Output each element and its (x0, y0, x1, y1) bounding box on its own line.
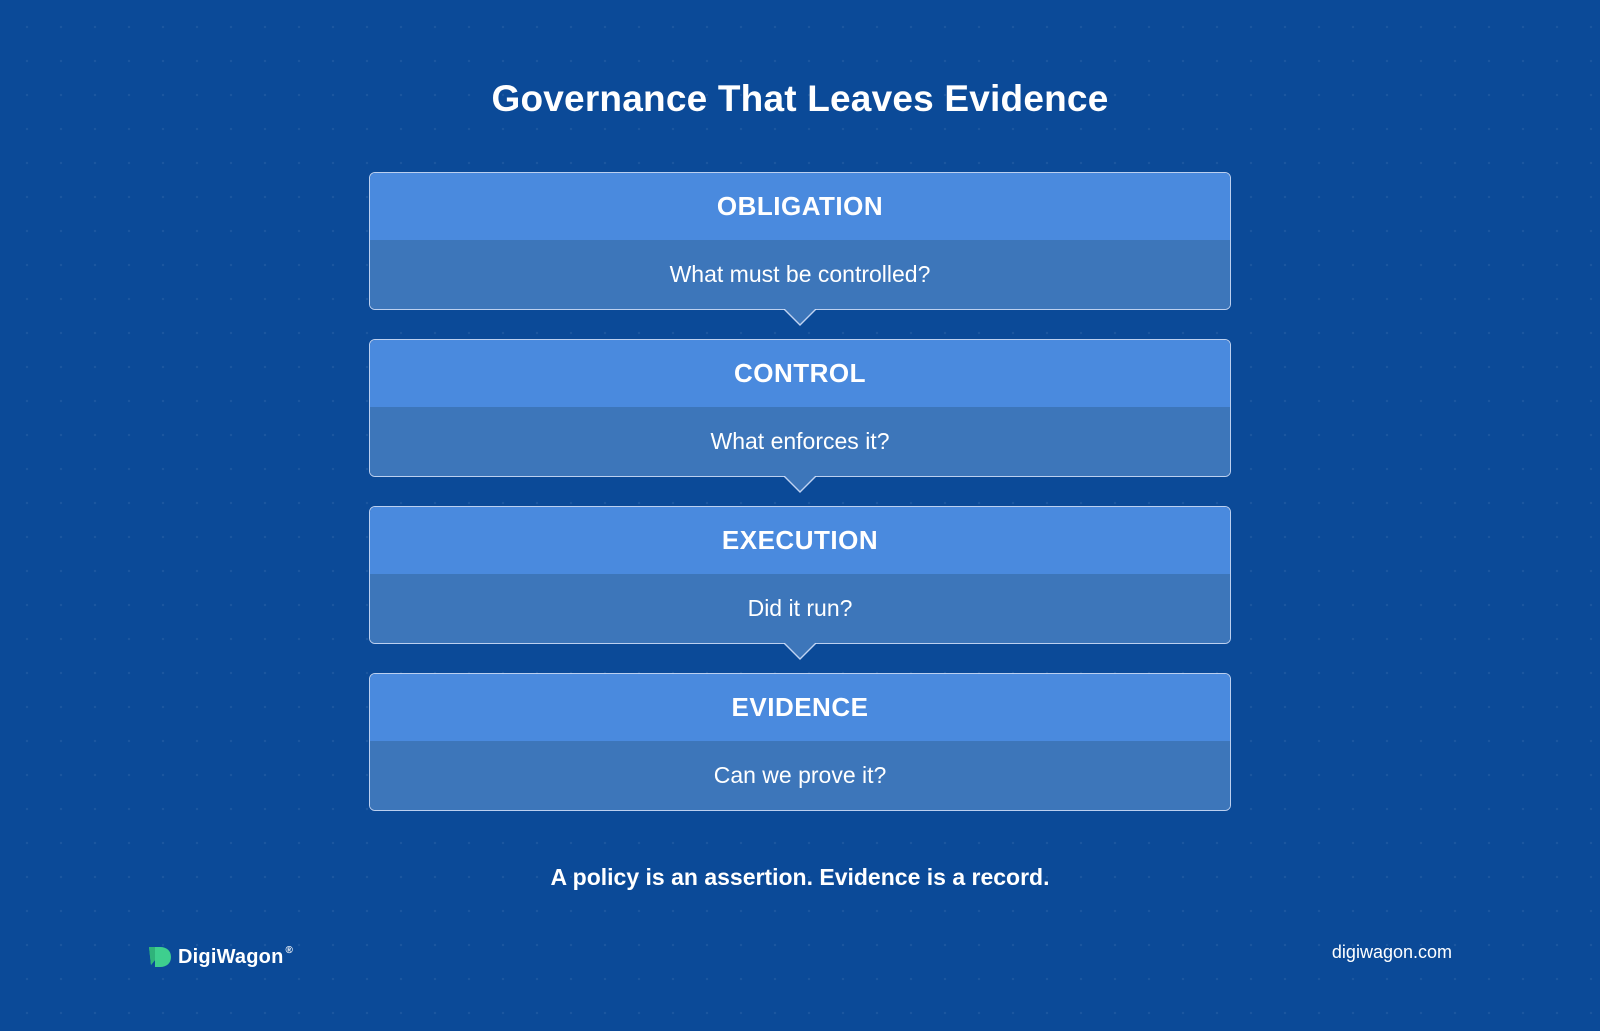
registered-mark: ® (285, 944, 293, 956)
stage-heading: EVIDENCE (370, 674, 1230, 741)
stage-obligation: OBLIGATION What must be controlled? (369, 172, 1231, 326)
flow-arrow-icon (784, 476, 816, 493)
stage-heading: CONTROL (370, 340, 1230, 407)
brand-name: DigiWagon (178, 945, 284, 968)
stage-question: Did it run? (370, 574, 1230, 643)
website-link[interactable]: digiwagon.com (1331, 942, 1452, 962)
stage-question: Can we prove it? (370, 741, 1230, 810)
stage-card: EXECUTION Did it run? (369, 506, 1231, 644)
stage-execution: EXECUTION Did it run? (369, 506, 1231, 660)
stage-control: CONTROL What enforces it? (369, 339, 1231, 493)
flow-arrow-icon (784, 643, 816, 660)
stage-card: CONTROL What enforces it? (369, 339, 1231, 477)
stage-card: EVIDENCE Can we prove it? (369, 673, 1231, 811)
stage-question: What must be controlled? (370, 240, 1230, 309)
stage-evidence: EVIDENCE Can we prove it? (369, 673, 1231, 811)
brand-logo: DigiWagon ® (148, 945, 293, 969)
diagram-title: Governance That Leaves Evidence (491, 78, 1109, 119)
digiwagon-logo-icon (149, 947, 171, 967)
stage-heading: OBLIGATION (370, 173, 1230, 240)
governance-flow: OBLIGATION What must be controlled? CONT… (369, 172, 1231, 811)
tagline: A policy is an assertion. Evidence is a … (550, 864, 1050, 890)
flow-arrow-icon (784, 309, 816, 326)
stage-card: OBLIGATION What must be controlled? (369, 172, 1231, 310)
stage-question: What enforces it? (370, 407, 1230, 476)
stage-heading: EXECUTION (370, 507, 1230, 574)
